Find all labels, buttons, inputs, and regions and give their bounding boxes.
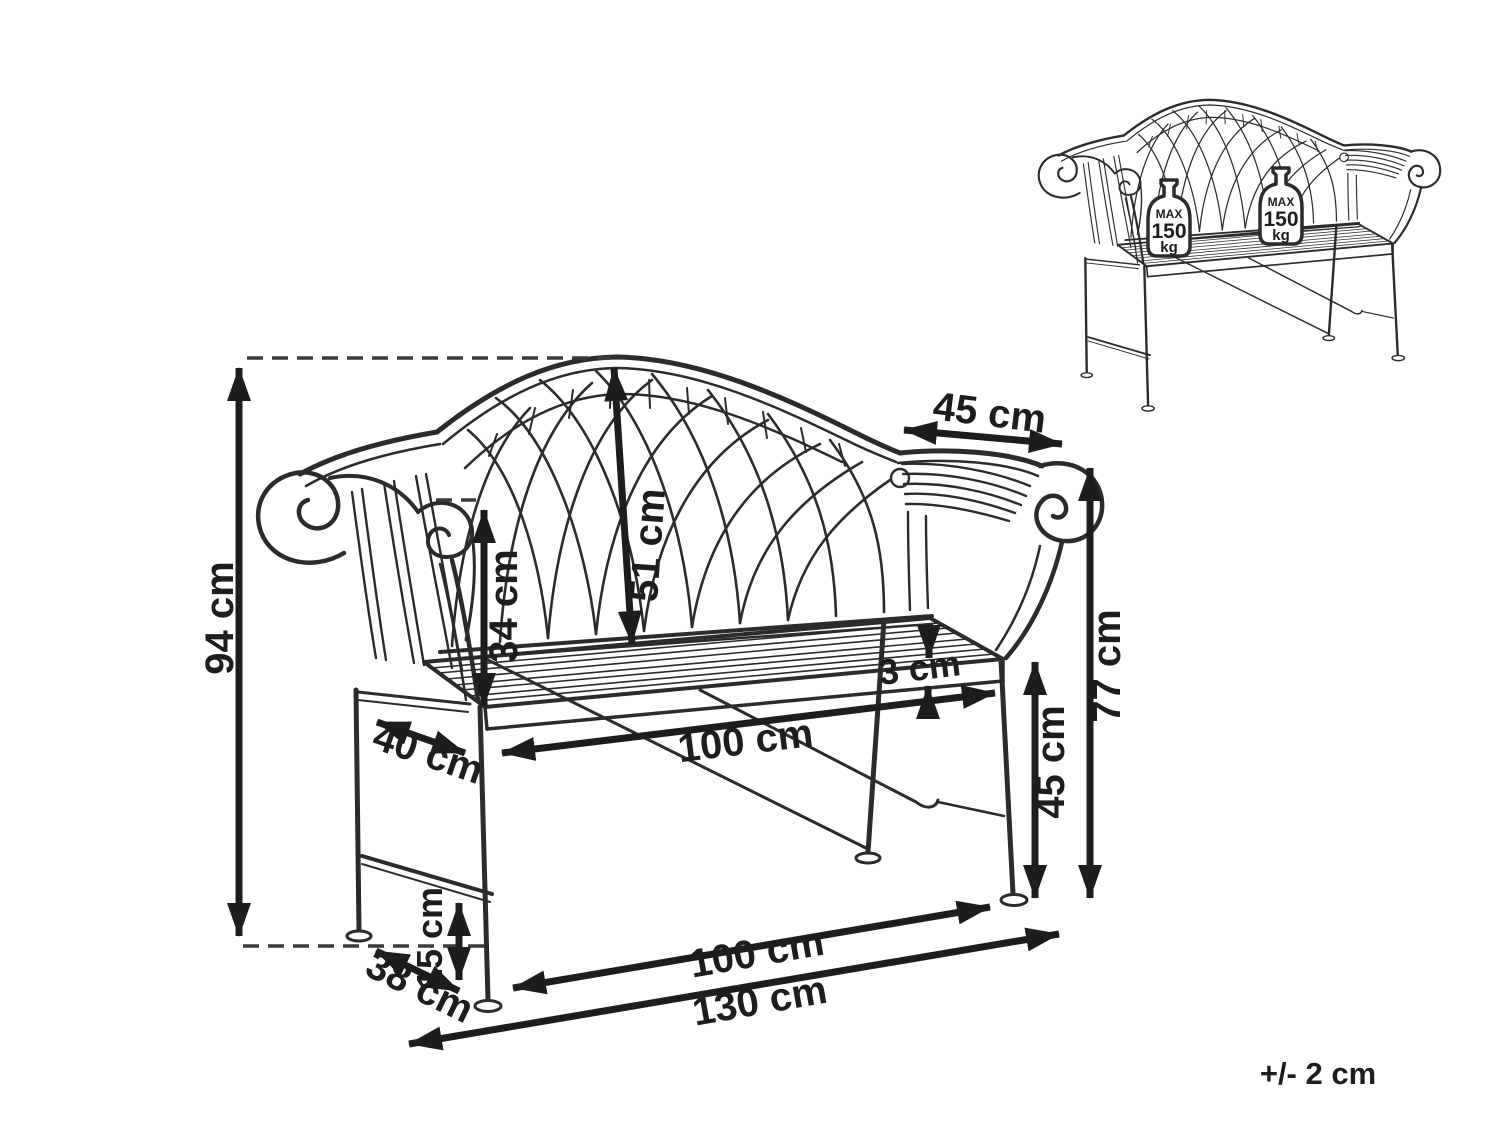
dim-backrest-height-label: 34 cm [482, 549, 526, 662]
max-load-line3: kg [1160, 239, 1178, 256]
max-load-line2: 150 [1151, 220, 1186, 243]
legs [345, 617, 1029, 1013]
left-armrest-scroll [255, 470, 347, 565]
bench-drawing [255, 354, 1105, 1013]
left-armrest-bars [350, 472, 464, 672]
right-armrest-slats [900, 462, 1032, 523]
bench-inset-drawing: MAX 150 kg MAX 150 kg [1037, 98, 1442, 413]
tolerance-note: +/- 2 cm [1260, 1056, 1376, 1091]
right-armrest [889, 448, 1105, 661]
max-load-line3: kg [1272, 227, 1290, 244]
dim-ground-clearance-label: 15 cm [409, 887, 450, 989]
dimension-arrows [227, 367, 1102, 1051]
max-load-badge: MAX 150 kg [1258, 166, 1304, 246]
foot-cap [345, 929, 373, 943]
max-load-line2: 150 [1263, 208, 1298, 231]
max-load-badge: MAX 150 kg [1146, 178, 1192, 258]
dim-seat-depth-label: 40 cm [367, 714, 489, 793]
dim-backrest-diagonal-label: 51 cm [622, 487, 674, 603]
max-load-line1: MAX [1156, 207, 1183, 221]
weight-icon [1258, 166, 1304, 246]
dim-seat-height-label: 45 cm [1029, 705, 1073, 818]
dim-backrest-diagonal-arrow [604, 367, 642, 645]
dim-overall-height-label: 94 cm [198, 561, 242, 674]
dim-armrest-height-label: 77 cm [1085, 609, 1129, 722]
dim-overall-width-arrow [408, 927, 1060, 1051]
max-load-line1: MAX [1268, 195, 1295, 209]
front-right-leg [998, 657, 1016, 897]
dim-seat-width-arrow [501, 685, 996, 761]
dimension-labels: 94 cm 45 cm 77 cm 45 cm 34 cm 51 cm 3 cm… [198, 384, 1376, 1091]
right-armrest-bolt [889, 467, 911, 489]
weight-icon [1146, 178, 1192, 258]
foot-cap [473, 999, 503, 1013]
dim-seat-width-label: 100 cm [675, 711, 815, 771]
foot-cap [999, 893, 1029, 907]
dim-seat-thickness-label: 3 cm [876, 642, 962, 693]
backrest-top-frame [434, 354, 903, 470]
back-left-leg [353, 687, 362, 933]
dim-armrest-length-arrow [903, 420, 1063, 454]
dim-seat-depth-arrow [375, 718, 467, 757]
foot-cap [854, 851, 882, 865]
